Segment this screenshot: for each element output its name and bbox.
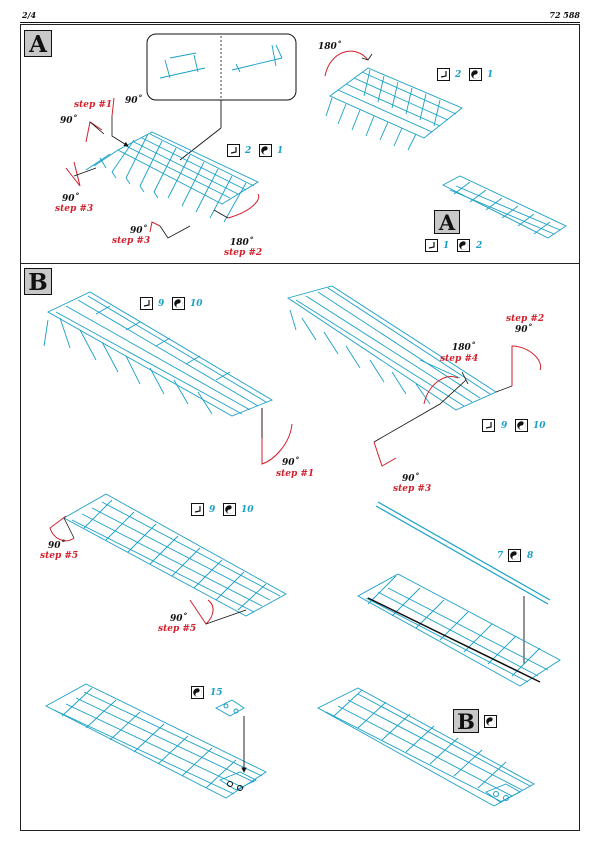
section-a-badge: A	[24, 30, 52, 58]
a-finished-fret	[442, 175, 567, 239]
a1-count-part: 1	[277, 146, 284, 156]
b2-count-bend: 9	[501, 421, 508, 431]
bend-icon	[140, 297, 153, 310]
a-step1-label: step #1	[74, 100, 113, 110]
b4-count-b: 8	[527, 551, 534, 561]
etched-part-icon	[191, 686, 204, 699]
b1-count-part: 10	[190, 299, 203, 309]
b1-angle: 90˚	[282, 458, 300, 468]
bend-icon	[437, 68, 450, 81]
a3-count-part: 2	[476, 241, 483, 251]
etched-part-icon	[515, 419, 528, 432]
b4-fret	[357, 573, 561, 687]
b3-count-bend: 9	[209, 505, 216, 515]
a-step3-bottom-label: step #3	[112, 236, 151, 246]
b2-step4-label: step #4	[440, 354, 479, 364]
b2-count-part: 10	[533, 421, 546, 431]
b3-angle-right: 90˚	[170, 614, 188, 624]
b1-count-bend: 9	[158, 299, 165, 309]
etched-part-icon	[223, 503, 236, 516]
section-a-result-badge: A	[434, 210, 460, 235]
b4-count-a: 7	[497, 551, 504, 561]
b2-angle-top: 90˚	[515, 325, 533, 335]
bend-icon	[482, 419, 495, 432]
b5-count-part: 15	[210, 688, 223, 698]
page-number: 2/4	[22, 10, 37, 20]
a-angle-180-bottom: 180˚	[230, 238, 254, 248]
a-angle-180-top: 180˚	[318, 42, 342, 52]
b3-fret	[63, 493, 287, 617]
a1-count-bend: 2	[245, 146, 252, 156]
a3-count-bend: 1	[443, 241, 450, 251]
b2-step2-label: step #2	[506, 314, 545, 324]
a-angle-bottom: 90˚	[130, 226, 148, 236]
section-b-panel	[20, 264, 580, 831]
b3-angle-left: 90˚	[48, 541, 66, 551]
b2-bend-arrows	[373, 345, 542, 467]
b1-step1-label: step #1	[276, 469, 315, 479]
a-rotated-fret	[325, 67, 463, 151]
a-step3-side-label: step #3	[55, 204, 94, 214]
a-angle-side: 90˚	[62, 194, 80, 204]
b2-angle-180: 180˚	[452, 343, 476, 353]
a2-count-part: 1	[487, 70, 494, 80]
section-b-result-badge: B	[453, 709, 479, 734]
bend-icon	[191, 503, 204, 516]
b3-bend-arrows	[49, 515, 214, 625]
a-rotate-arrow	[324, 50, 369, 77]
etched-part-icon	[172, 297, 185, 310]
b1-fret	[43, 291, 274, 417]
a-angle-left: 90˚	[60, 116, 78, 126]
a2-count-bend: 2	[455, 70, 462, 80]
b1-bend-arrow	[261, 408, 293, 465]
etched-part-icon	[508, 549, 521, 562]
b6-fret	[317, 687, 535, 807]
a-step2-label: step #2	[224, 248, 263, 258]
b5-fret	[45, 683, 267, 799]
b4-strip	[375, 501, 551, 605]
bend-icon	[425, 239, 438, 252]
b3-count-part: 10	[241, 505, 254, 515]
bend-icon	[227, 144, 240, 157]
a-angle-top: 90˚	[125, 96, 143, 106]
header-rule	[20, 22, 580, 23]
etched-part-icon	[484, 715, 497, 728]
a-main-fret	[85, 131, 259, 223]
section-b-badge: B	[24, 268, 52, 296]
b3-step5-left-label: step #5	[40, 551, 79, 561]
section-a-panel	[20, 24, 580, 264]
etched-part-icon	[469, 68, 482, 81]
b3-step5-right-label: step #5	[158, 624, 197, 634]
etched-part-icon	[259, 144, 272, 157]
b2-angle-bottom: 90˚	[402, 474, 420, 484]
a-inset-detail	[146, 33, 297, 101]
etched-part-icon	[457, 239, 470, 252]
b2-step3-label: step #3	[393, 484, 432, 494]
product-code: 72 588	[549, 10, 580, 20]
